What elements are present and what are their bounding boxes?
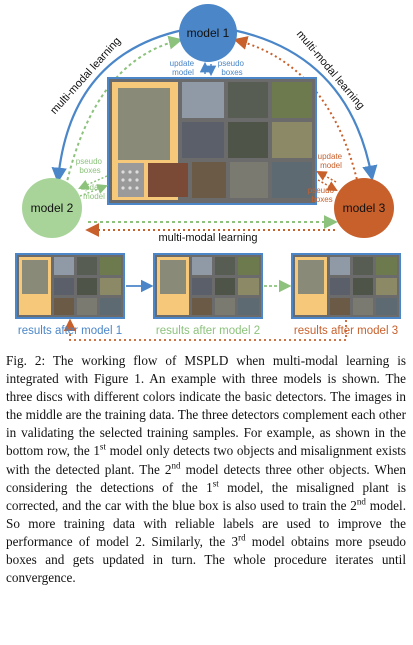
model-1-disc [179,4,237,62]
m2-update-label: update model [81,183,108,201]
msp-ld-workflow-diagram: model 1 model 2 model 3 multi-modal lear… [15,4,401,341]
results-label-2: results after model 2 [156,325,260,337]
model-1-label: model 1 [187,26,230,40]
arc-model1-to-model2 [51,28,184,184]
result-panel-2 [153,253,263,319]
training-images-panel [107,77,317,205]
m2-update-arrow [79,184,108,197]
arc-model1-to-model3 [232,28,378,182]
m2-pseudo-label: pseudo boxes [76,157,104,175]
mml-bottom-label: multi-modal learning [158,232,257,244]
m3-pseudo-arrow [317,179,338,192]
result-panel-1 [15,253,125,319]
figure-caption: Fig. 2: The working flow of MSPLD when m… [6,353,407,586]
results-label-3: results after model 3 [294,325,398,337]
m3-update-arrow [316,170,337,183]
m3-update-label: update model [318,152,345,170]
m2-pseudo-arrow [78,175,108,190]
model-3-disc [334,178,394,238]
arrow-result3-to-result1 [63,318,347,341]
m1-update-label: update model [170,59,197,77]
model-2-disc [22,178,82,238]
m1-pseudo-label: pseudo boxes [218,59,246,77]
model-3-label: model 3 [343,201,386,215]
m3-pseudo-label: pseudo boxes [308,186,336,204]
model-2-label: model 2 [31,201,74,215]
results-label-1: results after model 1 [18,325,122,337]
result-panel-3 [291,253,401,319]
